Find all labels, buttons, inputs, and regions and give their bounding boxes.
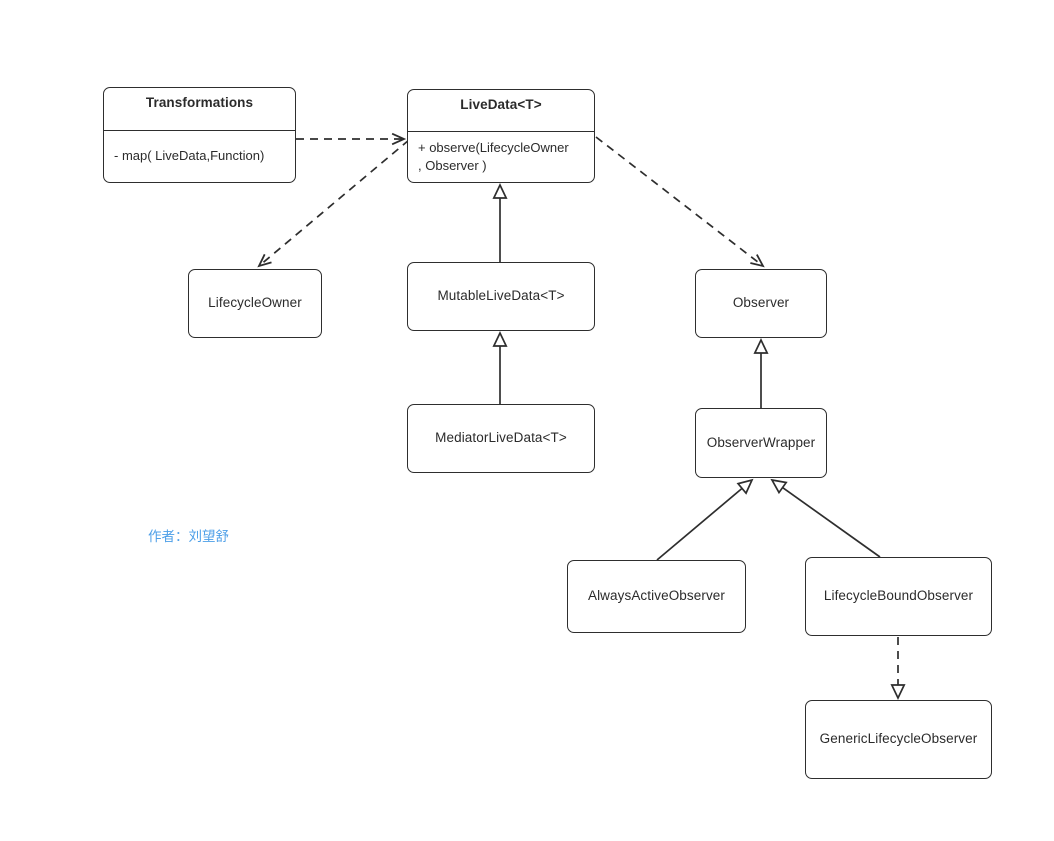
class-node-members: + observe(LifecycleOwner , Observer ) — [408, 132, 594, 182]
class-node-lifecycleboundobserver[interactable]: LifecycleBoundObserver — [805, 557, 992, 636]
class-node-observer[interactable]: Observer — [695, 269, 827, 338]
class-node-mediatorlivedata[interactable]: MediatorLiveData<T> — [407, 404, 595, 473]
edge-mediatorlivedata-to-mutablelivedata — [492, 331, 508, 404]
author-watermark: 作者：刘望舒 — [148, 529, 229, 544]
class-node-title: Observer — [732, 295, 790, 311]
class-node-members: - map( LiveData,Function) — [104, 131, 295, 182]
edge-line — [656, 487, 743, 561]
arrowhead-hollow-triangle — [492, 183, 508, 199]
arrowhead-open — [257, 253, 272, 268]
edge-line — [595, 136, 763, 267]
class-member: + observe(LifecycleOwner , Observer ) — [418, 139, 569, 173]
edge-lifecycleboundobserver-to-genericlifecycleobserver — [890, 637, 906, 700]
edge-observerwrapper-to-observer — [753, 338, 769, 408]
arrowhead-hollow-triangle — [890, 684, 906, 700]
arrowhead-hollow-triangle — [770, 478, 788, 495]
edge-lifecycleboundobserver-to-observerwrapper — [770, 478, 881, 558]
arrowhead-hollow-triangle — [736, 478, 754, 495]
class-node-title: MutableLiveData<T> — [437, 288, 565, 304]
class-node-genericlifecycleobserver[interactable]: GenericLifecycleObserver — [805, 700, 992, 779]
class-node-lifecycleowner[interactable]: LifecycleOwner — [188, 269, 322, 338]
edge-transformations-to-livedata — [296, 132, 407, 146]
class-node-title: MediatorLiveData<T> — [435, 430, 567, 446]
class-node-observerwrapper[interactable]: ObserverWrapper — [695, 408, 827, 478]
class-node-title: LifecycleOwner — [208, 295, 302, 311]
class-member: - map( LiveData,Function) — [114, 148, 265, 164]
class-node-title: Transformations — [104, 88, 295, 131]
arrowhead-open — [391, 132, 407, 146]
class-node-mutablelivedata[interactable]: MutableLiveData<T> — [407, 262, 595, 331]
edge-mutablelivedata-to-livedata — [492, 183, 508, 262]
edge-livedata-to-observer — [595, 136, 765, 268]
edge-alwaysactiveobserver-to-observerwrapper — [656, 478, 754, 561]
class-node-title: AlwaysActiveObserver — [587, 588, 726, 604]
edge-line — [782, 486, 881, 558]
class-node-title: ObserverWrapper — [706, 434, 816, 450]
class-node-alwaysactiveobserver[interactable]: AlwaysActiveObserver — [567, 560, 746, 633]
arrowhead-hollow-triangle — [492, 331, 508, 347]
class-node-livedata[interactable]: LiveData<T> + observe(LifecycleOwner , Ob… — [407, 89, 595, 183]
arrowhead-open — [750, 254, 765, 268]
class-node-transformations[interactable]: Transformations - map( LiveData,Function) — [103, 87, 296, 183]
class-node-title: LifecycleBoundObserver — [823, 588, 974, 604]
class-node-title: LiveData<T> — [408, 90, 594, 132]
class-node-title: GenericLifecycleObserver — [819, 731, 978, 747]
arrowhead-hollow-triangle — [753, 338, 769, 354]
